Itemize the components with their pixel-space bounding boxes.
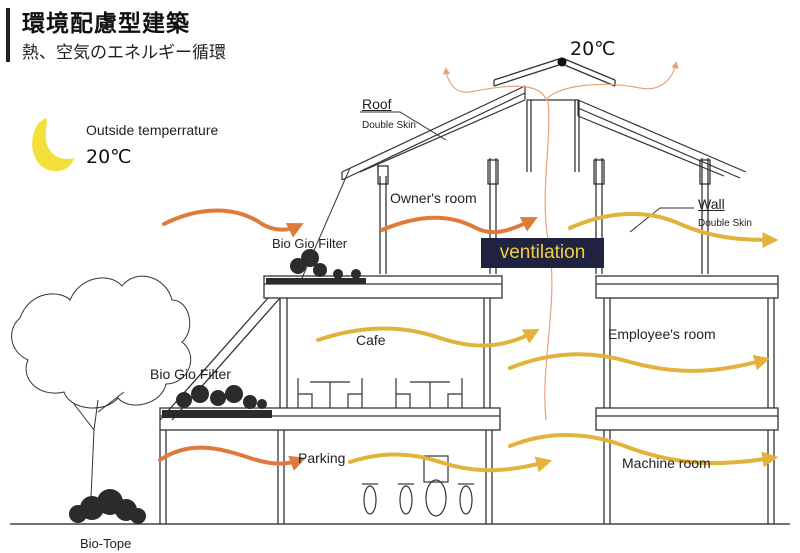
cool-airflow-employees-room (508, 352, 771, 373)
vent-sensor-dot (557, 57, 567, 67)
header-accent-bar (6, 8, 10, 62)
label-wall: Wall (698, 196, 725, 212)
cool-airflow-cafe (316, 326, 540, 348)
label-parking: Parking (298, 450, 346, 466)
ventilation-shaft (526, 99, 580, 172)
label-wall-sub: Double Skin (698, 218, 752, 229)
tree (11, 275, 192, 521)
bio-gio-filter-plants-top (290, 249, 361, 279)
building-right (593, 158, 779, 524)
ventilation-label: ventilation (481, 238, 604, 268)
roof-vent-temperature: 20℃ (570, 38, 616, 60)
bikes (362, 455, 474, 517)
warm-airflow-owners-room (380, 215, 538, 235)
label-owners-room: Owner's room (390, 190, 477, 206)
page-subtitle: 熱、空気のエネルギー循環 (22, 43, 226, 63)
bio-tope-shrubs (69, 489, 146, 524)
warm-airflow-outside (162, 208, 304, 238)
label-bio-tope: Bio-Tope (80, 536, 132, 551)
outside-temperature-value: 20℃ (86, 146, 132, 168)
leader-lines (301, 111, 694, 279)
roof-left (341, 85, 526, 181)
label-roof: Roof (362, 96, 392, 112)
outside-temperature-label: Outside temperrature (86, 122, 219, 138)
bio-gio-filter-plants-mid (176, 385, 267, 409)
warm-airflow-parking (158, 445, 306, 471)
planter-bed-mid (162, 410, 272, 418)
label-bio-gio-filter-top: Bio Gio Filter (272, 236, 348, 251)
cool-airflow-wall (568, 211, 779, 248)
roof-vent-cap (493, 57, 616, 87)
planter-bed-top (266, 278, 366, 284)
label-bio-gio-filter-mid: Bio Gio Filter (150, 366, 231, 382)
label-cafe: Cafe (356, 332, 386, 348)
label-employees-room: Employee's room (608, 326, 716, 342)
airflow-arrows (158, 208, 779, 473)
label-roof-sub: Double Skin (362, 120, 416, 131)
page-title: 環境配慮型建築 (22, 10, 190, 37)
roof-right (577, 99, 747, 179)
cafe-furniture (297, 378, 463, 408)
cool-airflow-machine-room (508, 433, 779, 468)
cool-airflow-parking (348, 452, 553, 473)
moon-icon (32, 118, 74, 172)
label-machine-room: Machine room (622, 455, 711, 471)
